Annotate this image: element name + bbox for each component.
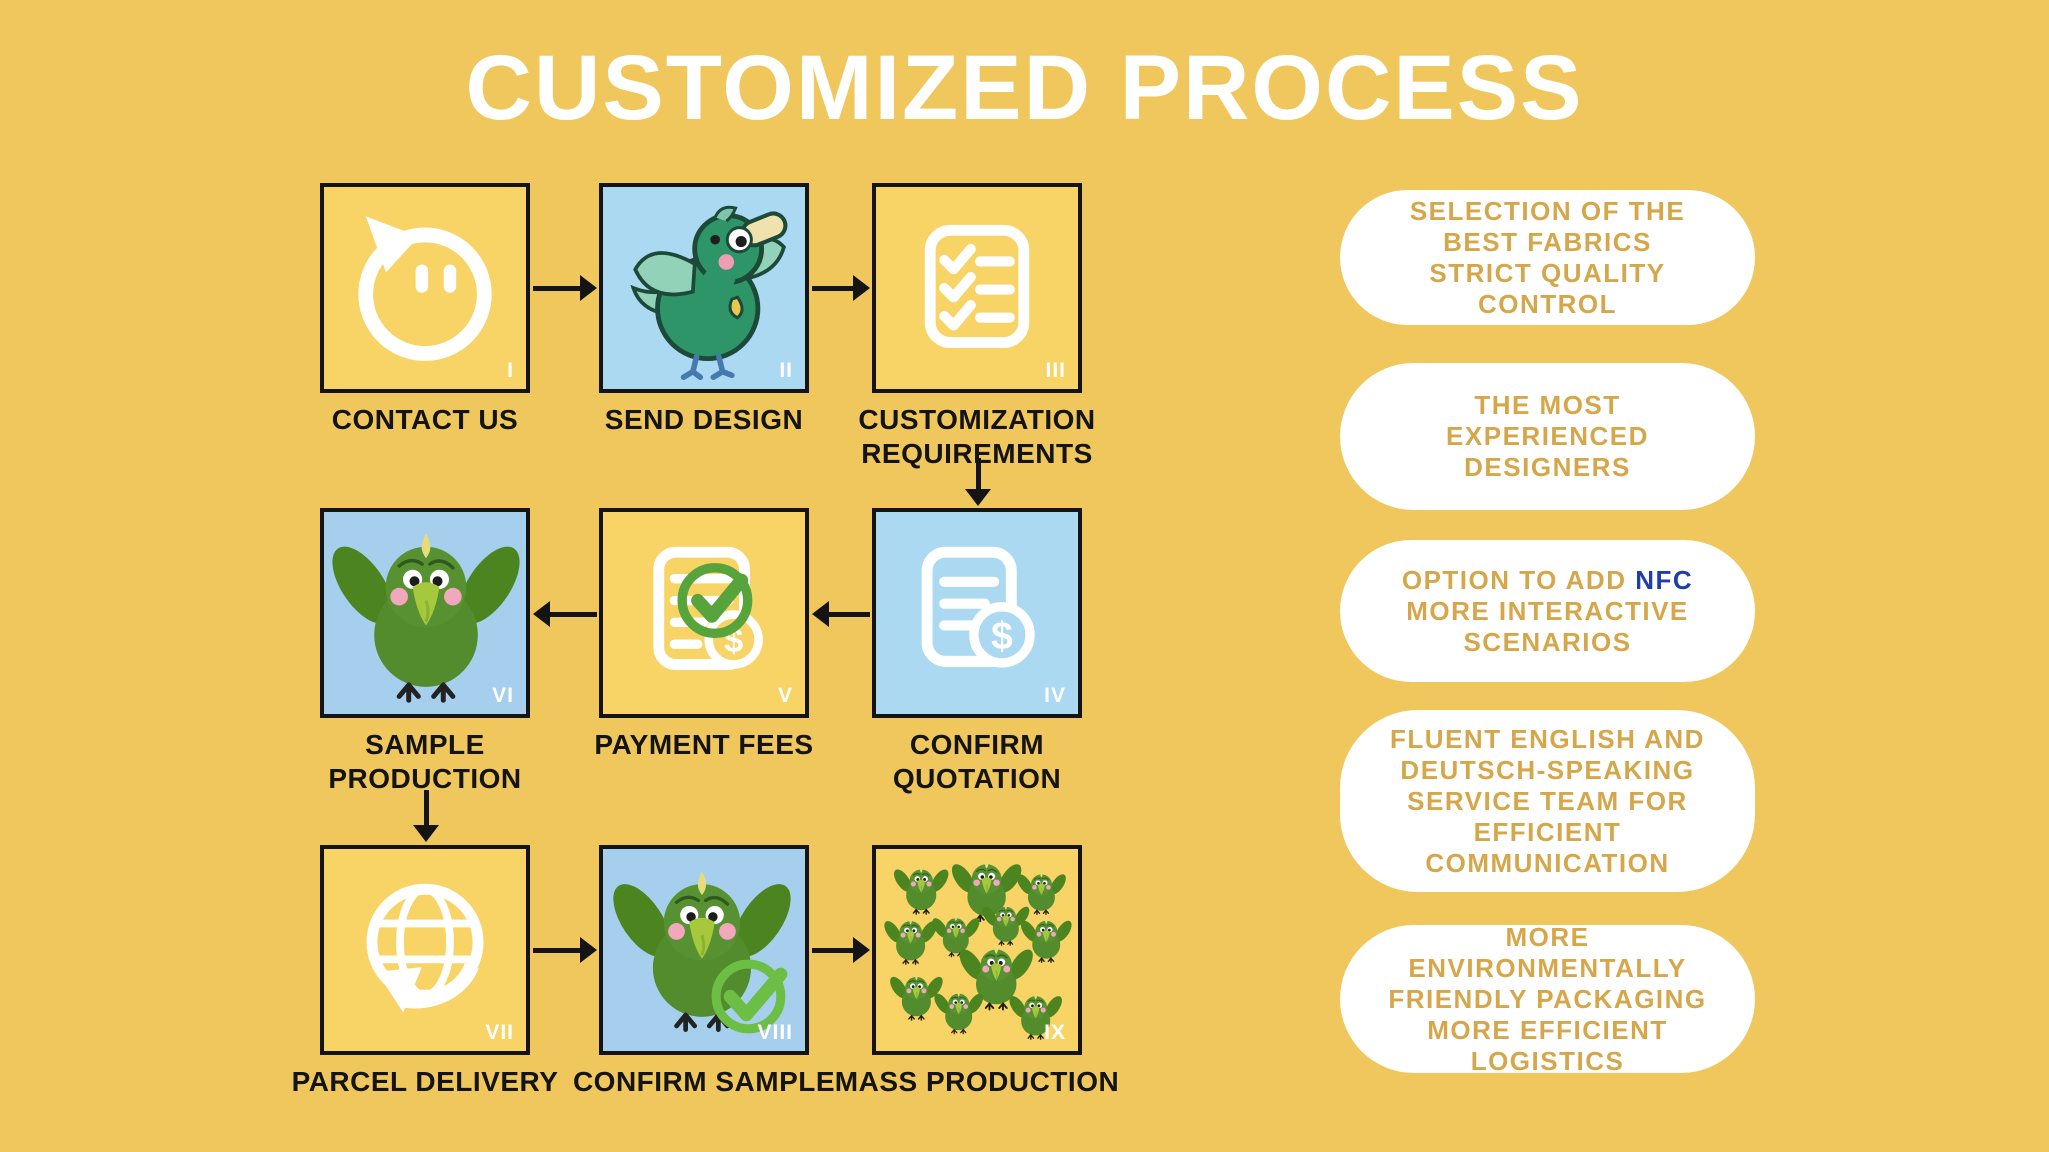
- step-contact-us: I CONTACT US: [320, 183, 530, 435]
- arrow-down-icon-step6-step7: [413, 790, 439, 842]
- step-label: MASS PRODUCTION: [834, 1066, 1120, 1097]
- step-label: SAMPLE PRODUCTION: [328, 729, 522, 794]
- step-numeral: V: [777, 684, 793, 707]
- step-box-3: III: [872, 183, 1082, 393]
- step-mass-production: IX MASS PRODUCTION: [835, 845, 1119, 1097]
- benefit-text: MORE ENVIRONMENTALLY FRIENDLY PACKAGING …: [1388, 921, 1707, 1076]
- benefit-text: SELECTION OF THE BEST FABRICS STRICT QUA…: [1409, 195, 1686, 319]
- step-customization-requirements: III CUSTOMIZATION REQUIREMENTS: [858, 183, 1095, 469]
- benefit-pill-eco-packaging-logistics: MORE ENVIRONMENTALLY FRIENDLY PACKAGING …: [1340, 922, 1755, 1076]
- benefit-text-rest: MORE INTERACTIVE SCENARIOS: [1406, 595, 1689, 657]
- step-label: CONFIRM SAMPLE: [572, 1066, 836, 1097]
- step-confirm-quotation: $ IV CONFIRM QUOTATION: [872, 508, 1082, 794]
- step-numeral: VII: [485, 1021, 514, 1044]
- step-label: SEND DESIGN: [604, 404, 804, 435]
- benefit-pill-fabrics-quality: SELECTION OF THE BEST FABRICS STRICT QUA…: [1340, 190, 1755, 325]
- step-payment-fees: $ V PAYMENT FEES: [594, 508, 813, 760]
- step-numeral: VIII: [757, 1021, 793, 1044]
- checklist-icon: [924, 224, 1030, 349]
- page-title: CUSTOMIZED PROCESS: [465, 37, 1584, 139]
- step-box-6: VI: [320, 508, 530, 718]
- step-box-1: I: [320, 183, 530, 393]
- step-box-5: $ V: [599, 508, 809, 718]
- step-box-2: II: [599, 183, 809, 393]
- chat-bubble-icon: [358, 216, 492, 361]
- step-sample-production: VI SAMPLE PRODUCTION: [320, 508, 530, 794]
- step-send-design: II SEND DESIGN: [599, 183, 809, 435]
- arrow-right-icon-step2-step3: [812, 275, 870, 301]
- cartoon-bird-illustration: [603, 187, 805, 389]
- svg-text:$: $: [991, 615, 1013, 658]
- arrow-right-icon-step1-step2: [533, 275, 597, 301]
- benefit-text-prefix: OPTION TO ADD: [1401, 564, 1636, 595]
- nfc-highlight: NFC: [1635, 564, 1694, 595]
- step-numeral: IX: [1044, 1021, 1066, 1044]
- globe-shipping-icon: [366, 883, 484, 1013]
- step-numeral: IV: [1044, 684, 1066, 707]
- step-label: PAYMENT FEES: [594, 729, 814, 760]
- step-numeral: VI: [492, 684, 514, 707]
- quotation-document-dollar-icon: $: [921, 546, 1035, 668]
- arrow-down-icon-step3-step4: [965, 458, 991, 506]
- benefit-pill-language-service-team: FLUENT ENGLISH AND DEUTSCH-SPEAKING SERV…: [1340, 710, 1755, 892]
- step-parcel-delivery: VII PARCEL DELIVERY: [292, 845, 558, 1097]
- arrow-right-icon-step7-step8: [533, 937, 597, 963]
- step-box-8: VIII: [599, 845, 809, 1055]
- arrow-right-icon-step8-step9: [812, 937, 870, 963]
- arrow-left-icon-step5-step6: [533, 601, 597, 627]
- benefit-text: THE MOST EXPERIENCED DESIGNERS: [1446, 390, 1649, 482]
- plush-bird-check-photo: [603, 849, 805, 1034]
- invoice-check-dollar-icon: $: [653, 546, 763, 670]
- benefit-text: FLUENT ENGLISH AND DEUTSCH-SPEAKING SERV…: [1390, 723, 1705, 878]
- step-confirm-sample: VIII CONFIRM SAMPLE: [573, 845, 835, 1097]
- step-label: PARCEL DELIVERY: [291, 1066, 559, 1097]
- step-label: CONFIRM QUOTATION: [892, 729, 1062, 794]
- step-label: CONTACT US: [331, 404, 519, 435]
- arrow-left-icon-step4-step5: [812, 601, 870, 627]
- step-numeral: II: [779, 359, 793, 382]
- step-box-4: $ IV: [872, 508, 1082, 718]
- step-box-9: IX: [872, 845, 1082, 1055]
- step-numeral: I: [507, 359, 514, 382]
- benefit-pill-experienced-designers: THE MOST EXPERIENCED DESIGNERS: [1340, 363, 1755, 510]
- step-numeral: III: [1045, 359, 1066, 382]
- step-box-7: VII: [320, 845, 530, 1055]
